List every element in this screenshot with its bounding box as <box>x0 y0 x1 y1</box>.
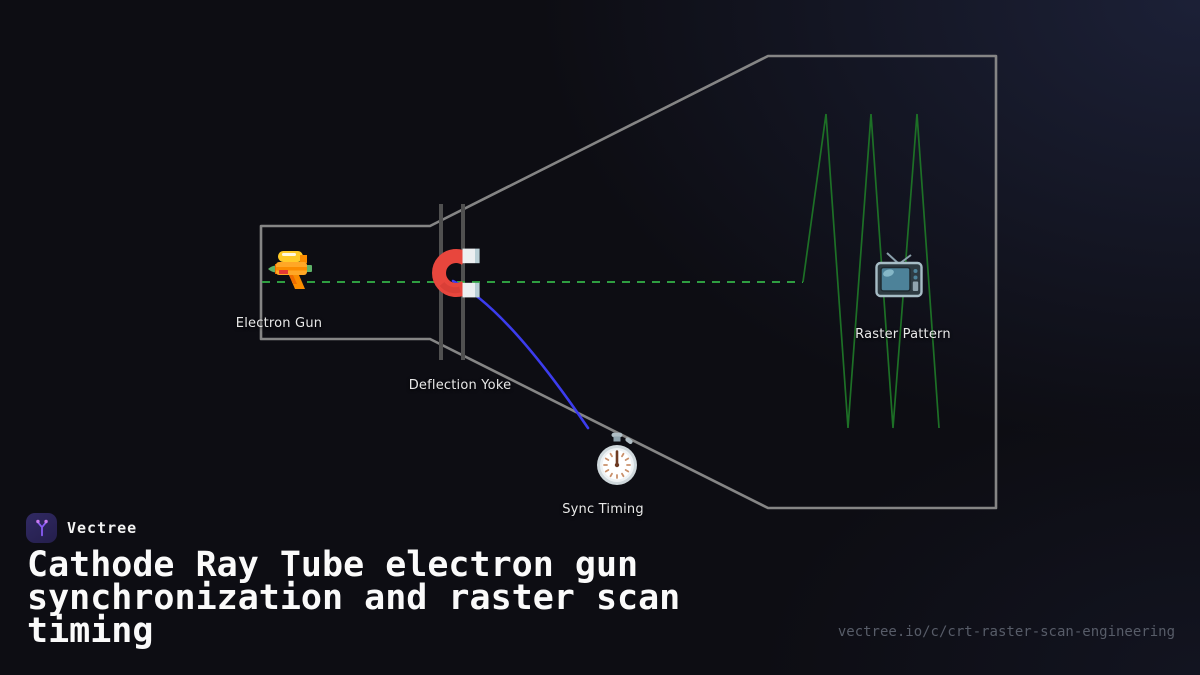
brand-name: Vectree <box>67 519 138 537</box>
stopwatch-icon <box>595 432 639 492</box>
raster-zigzag-line <box>802 113 940 429</box>
magnet-icon <box>430 244 482 306</box>
vectree-branch-icon <box>35 519 48 537</box>
vectree-logo <box>26 513 57 543</box>
crt-tube-outline <box>259 54 998 510</box>
footer-url: vectree.io/c/crt-raster-scan-engineering <box>837 624 1175 640</box>
electron-gun-label: Electron Gun <box>235 316 323 331</box>
sync-timing-label: Sync Timing <box>562 502 644 517</box>
tv-icon <box>874 252 924 302</box>
water-pistol-icon <box>266 249 314 297</box>
raster-pattern-label: Raster Pattern <box>855 327 951 342</box>
deflection-yoke-label: Deflection Yoke <box>408 378 512 393</box>
page-title: Cathode Ray Tube electron gun synchroniz… <box>27 545 681 651</box>
